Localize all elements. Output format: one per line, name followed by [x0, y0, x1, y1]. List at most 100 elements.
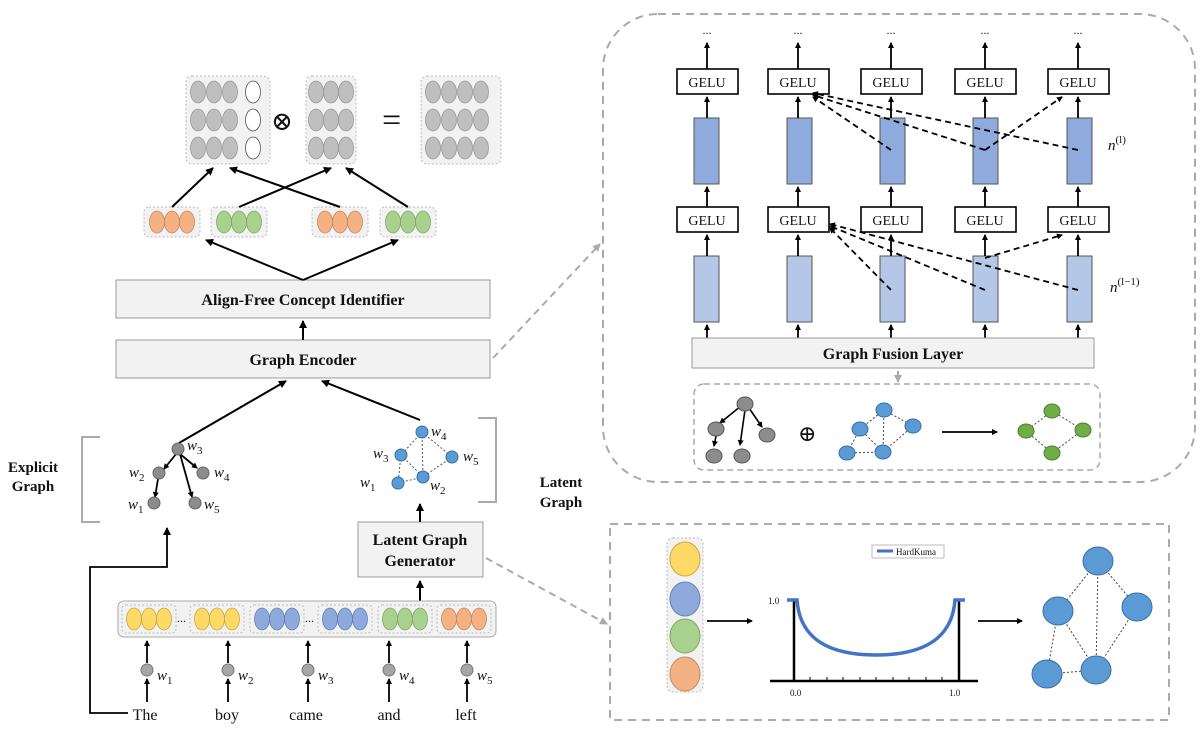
graphs-to-encoder-arrows: [178, 379, 421, 444]
svg-text:w2: w2: [238, 668, 254, 687]
latent-node-w1: [391, 476, 405, 490]
word-the: The: [133, 707, 158, 724]
explicit-node-w2: [152, 466, 166, 480]
otimes-symbol: ⊗: [271, 107, 293, 136]
graph-fusion-layer-label: Graph Fusion Layer: [823, 346, 963, 363]
svg-text:GELU: GELU: [1059, 214, 1096, 229]
parse-connector-line: [89, 527, 171, 714]
graph-encoder-label: Graph Encoder: [249, 352, 356, 369]
svg-text:w4: w4: [214, 465, 230, 484]
y-tick-label: 1.0: [768, 596, 780, 606]
matrix-middle: [305, 75, 357, 165]
top-ellipses: ... ... ... ... ...: [703, 23, 1083, 37]
embedding-yellow-2: [189, 604, 245, 634]
svg-text:GELU: GELU: [1059, 76, 1096, 91]
latent-graph-title-1: Latent: [540, 475, 583, 491]
svg-text:GELU: GELU: [688, 214, 725, 229]
svg-text:w3: w3: [373, 446, 389, 465]
gelu-row-top: GELU GELU GELU GELU GELU: [676, 68, 1110, 95]
svg-text:w5: w5: [204, 497, 220, 516]
svg-text:...: ...: [887, 23, 896, 37]
word-boy: boy: [215, 707, 239, 724]
word-left: left: [455, 707, 477, 724]
word-and: and: [377, 707, 400, 724]
embedding-blue-1: [249, 604, 305, 634]
word-came: came: [289, 707, 323, 724]
embedding-yellow-1: [121, 604, 177, 634]
gelu-row-middle: GELU GELU GELU GELU GELU: [676, 206, 1110, 233]
embedding-orange: [436, 604, 492, 634]
hardkuma-chart: HardKuma 1.0 0.0 1.0: [768, 544, 978, 698]
graph-encoder-box: [115, 339, 491, 379]
matrix-left: [185, 75, 271, 165]
latent-graph-title-2: Graph: [540, 495, 583, 511]
identifier-to-vectors-arrows: [205, 238, 399, 281]
concept-identifier-label: Align-Free Concept Identifier: [201, 292, 404, 309]
fusion-dashed-arrows-top: [812, 91, 1079, 151]
latent-generator-label-1: Latent Graph: [373, 532, 468, 549]
latent-graph: w4 w3 w5 w1 w2: [360, 424, 479, 497]
latent-generator-box: [357, 521, 484, 578]
svg-text:w3: w3: [187, 438, 203, 457]
latent-node-w3: [394, 448, 408, 462]
layer-l-label: n(l): [1108, 134, 1126, 154]
latent-graph-bracket: [478, 417, 497, 503]
x-tick-right-label: 1.0: [949, 688, 961, 698]
explicit-node-w1: [147, 496, 161, 510]
fusion-dashed-arrows-middle: [829, 222, 1079, 291]
fusion-vertical-arrows: [704, 42, 1081, 338]
embedding-dots-2: ...: [305, 611, 314, 625]
x-tick-left-label: 0.0: [790, 688, 802, 698]
svg-text:w1: w1: [128, 497, 144, 516]
hardkuma-curve: [787, 598, 965, 657]
concept-to-matrix-arrows: [171, 166, 409, 208]
fusion-result-graph: [1017, 403, 1092, 461]
concept-vector-orange-2: [311, 206, 369, 238]
concept-vector-orange-1: [143, 206, 201, 238]
fusion-latent-graph: [838, 402, 922, 461]
latent-generator-label-2: Generator: [384, 553, 455, 570]
layer-l1-bars: [693, 255, 1093, 323]
svg-text:GELU: GELU: [688, 76, 725, 91]
concept-vector-green-1: [210, 206, 268, 238]
svg-text:GELU: GELU: [872, 214, 909, 229]
matrix-result: [420, 75, 502, 165]
svg-text:GELU: GELU: [966, 76, 1003, 91]
svg-text:w2: w2: [129, 465, 145, 484]
hardkuma-legend: HardKuma: [871, 544, 945, 559]
svg-text:...: ...: [794, 23, 803, 37]
zoom-connector-top: [492, 243, 601, 359]
explicit-graph-bracket: [81, 436, 100, 523]
svg-text:...: ...: [703, 23, 712, 37]
svg-text:...: ...: [1074, 23, 1083, 37]
svg-text:...: ...: [981, 23, 990, 37]
sentence-words: The boy came and left: [133, 707, 478, 724]
explicit-graph-title-1: Explicit: [8, 460, 58, 476]
svg-text:GELU: GELU: [872, 76, 909, 91]
sampled-latent-graph: [1031, 546, 1153, 689]
svg-text:GELU: GELU: [779, 214, 816, 229]
svg-text:w5: w5: [477, 668, 493, 687]
svg-text:w1: w1: [360, 475, 376, 494]
explicit-graph: w3 w2 w4 w1 w5: [128, 438, 230, 516]
latent-node-w5: [445, 450, 459, 464]
embedding-blue-2: [317, 604, 373, 634]
svg-text:w2: w2: [430, 478, 446, 497]
oplus-symbol: ⊕: [798, 421, 816, 446]
latent-node-w4: [415, 425, 429, 439]
fusion-inputs-panel: [693, 383, 1101, 471]
svg-text:w4: w4: [431, 424, 447, 443]
svg-text:w4: w4: [399, 668, 415, 687]
svg-text:w3: w3: [318, 668, 334, 687]
zoom-connector-bottom: [485, 557, 608, 625]
svg-text:GELU: GELU: [966, 214, 1003, 229]
graph-fusion-layer-box: [691, 337, 1095, 369]
layer-l-bars: [693, 117, 1093, 185]
explicit-graph-title-2: Graph: [12, 479, 55, 495]
latent-node-w2: [416, 470, 430, 484]
word-token-nodes: w1 w2 w3 w4 w5: [140, 640, 493, 702]
explicit-node-w5: [188, 496, 202, 510]
fusion-explicit-graph: [705, 396, 776, 464]
svg-text:GELU: GELU: [779, 76, 816, 91]
